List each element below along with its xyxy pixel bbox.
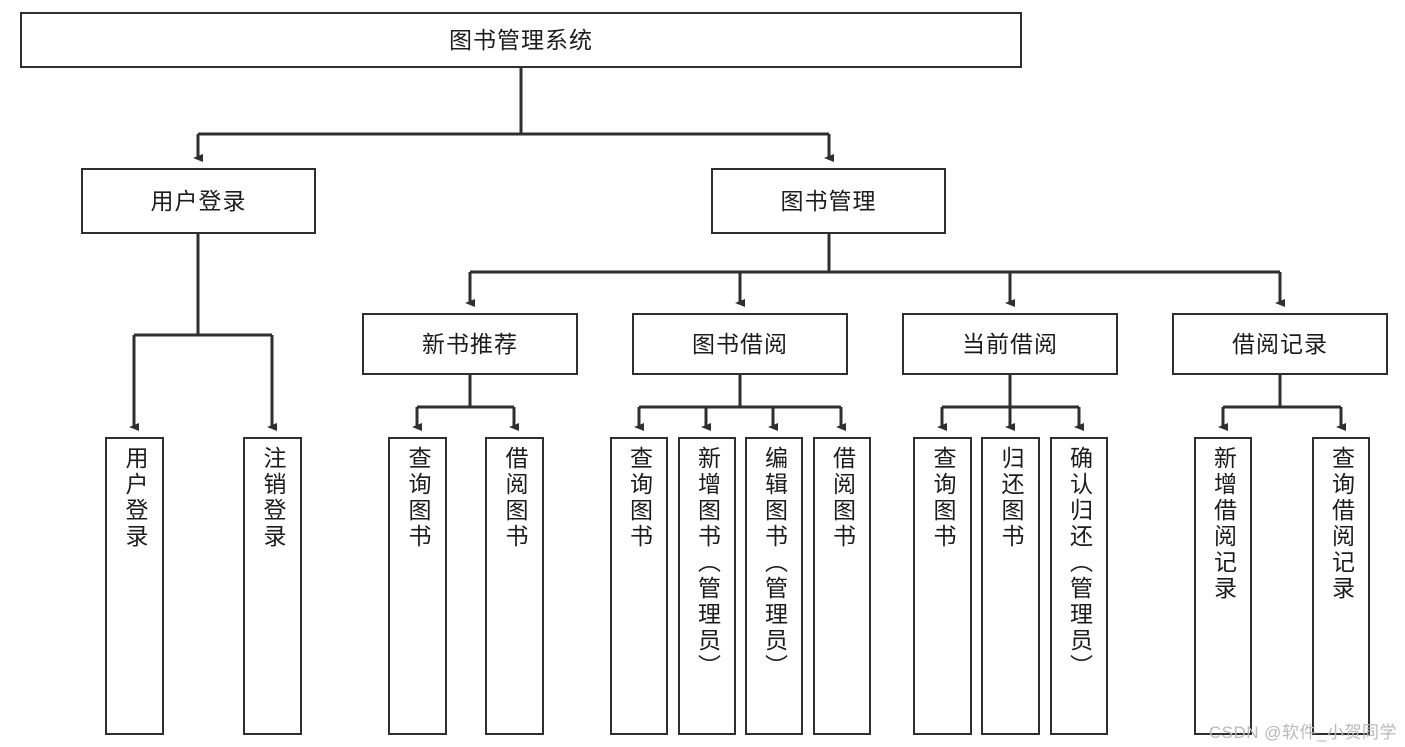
leaf-borrow-add-book[interactable]: 新增图书（管理员） (678, 437, 736, 735)
leaf-record-add[interactable]: 新增借阅记录 (1194, 437, 1252, 735)
leaf-borrow-edit-book-label: 编辑图书（管理员） (761, 446, 788, 680)
node-user-login[interactable]: 用户登录 (81, 168, 316, 234)
leaf-user-login-logout-label: 注销登录 (260, 446, 286, 550)
node-current-borrow[interactable]: 当前借阅 (902, 313, 1118, 375)
watermark-text: CSDN @软件_小贺同学 (1208, 723, 1397, 742)
node-book-borrow[interactable]: 图书借阅 (632, 313, 848, 375)
node-new-book-recommend[interactable]: 新书推荐 (362, 313, 578, 375)
leaf-record-add-label: 新增借阅记录 (1210, 446, 1237, 602)
leaf-borrow-borrow-book[interactable]: 借阅图书 (813, 437, 871, 735)
leaf-current-query[interactable]: 查询图书 (913, 437, 972, 735)
node-current-borrow-label: 当前借阅 (962, 330, 1058, 357)
node-borrow-record-label: 借阅记录 (1232, 330, 1328, 357)
leaf-new-book-query-label: 查询图书 (405, 446, 431, 550)
leaf-borrow-query-label: 查询图书 (626, 446, 653, 550)
leaf-borrow-edit-book[interactable]: 编辑图书（管理员） (745, 437, 803, 735)
leaf-user-login-logout[interactable]: 注销登录 (243, 437, 302, 735)
leaf-new-book-borrow-label: 借阅图书 (502, 446, 528, 550)
leaf-borrow-borrow-book-label: 借阅图书 (829, 446, 856, 550)
node-book-management[interactable]: 图书管理 (711, 168, 946, 234)
leaf-new-book-borrow[interactable]: 借阅图书 (485, 437, 544, 735)
node-book-borrow-label: 图书借阅 (692, 330, 788, 357)
leaf-current-query-label: 查询图书 (930, 446, 956, 550)
node-root[interactable]: 图书管理系统 (20, 12, 1022, 68)
node-book-management-label: 图书管理 (780, 187, 877, 214)
node-user-login-label: 用户登录 (150, 187, 247, 214)
leaf-record-query-label: 查询借阅记录 (1328, 446, 1355, 602)
leaf-user-login-login[interactable]: 用户登录 (105, 437, 164, 735)
leaf-record-query[interactable]: 查询借阅记录 (1312, 437, 1370, 735)
node-new-book-recommend-label: 新书推荐 (422, 330, 518, 357)
leaf-current-confirm-return-label: 确认归还（管理员） (1066, 446, 1093, 680)
leaf-borrow-add-book-label: 新增图书（管理员） (694, 446, 721, 680)
leaf-user-login-login-label: 用户登录 (122, 446, 148, 550)
node-borrow-record[interactable]: 借阅记录 (1172, 313, 1388, 375)
leaf-current-confirm-return[interactable]: 确认归还（管理员） (1050, 437, 1108, 735)
leaf-borrow-query[interactable]: 查询图书 (610, 437, 668, 735)
node-root-label: 图书管理系统 (449, 26, 593, 53)
leaf-current-return[interactable]: 归还图书 (981, 437, 1040, 735)
leaf-new-book-query[interactable]: 查询图书 (388, 437, 447, 735)
leaf-current-return-label: 归还图书 (998, 446, 1024, 550)
